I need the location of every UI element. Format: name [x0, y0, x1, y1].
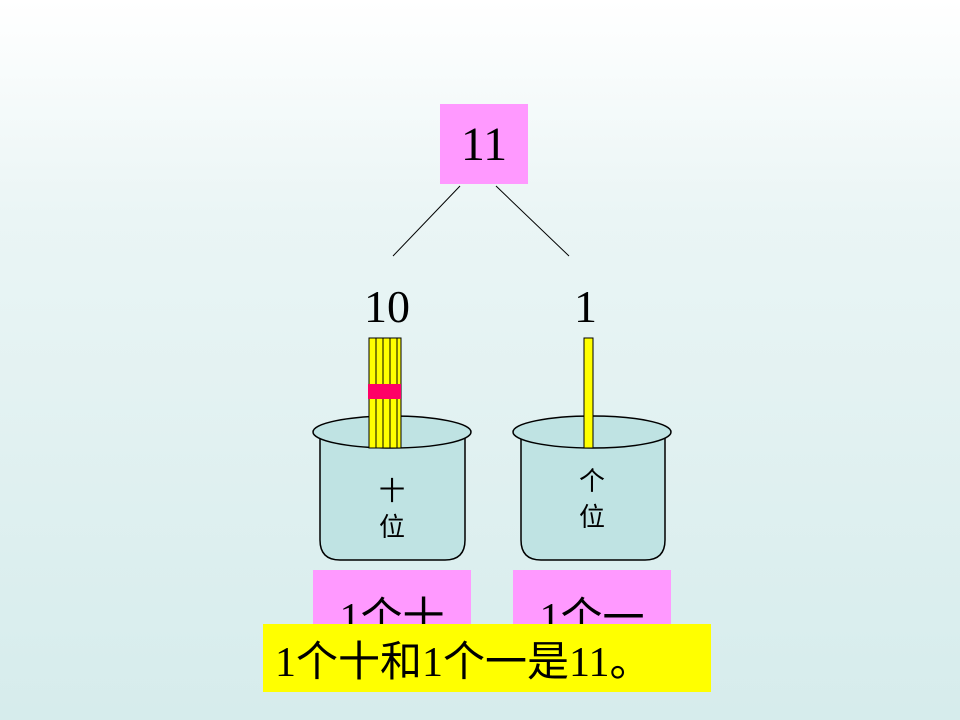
left-branch-line	[392, 185, 461, 257]
top-number: 11	[460, 117, 508, 171]
ones-cup-label-line1: 个	[578, 467, 605, 497]
tens-cup-label-line2: 位	[378, 513, 405, 543]
bundle-band	[368, 384, 401, 399]
tens-stick-bundle	[368, 337, 402, 449]
ones-cup-label: 个 位	[572, 464, 612, 536]
ones-value: 1	[574, 281, 597, 332]
tens-cup-label: 十 位	[372, 474, 412, 546]
ones-cup-label-line2: 位	[578, 503, 605, 533]
tens-cup	[312, 415, 472, 561]
tens-cup-label-line1: 十	[378, 477, 405, 507]
summary-box: 1个十和1个一是11。	[263, 624, 711, 692]
summary-text: 1个十和1个一是11。	[275, 639, 652, 686]
top-number-box: 11	[440, 104, 528, 184]
right-branch-line	[495, 185, 570, 257]
single-stick	[583, 337, 594, 449]
tens-value: 10	[364, 281, 410, 332]
